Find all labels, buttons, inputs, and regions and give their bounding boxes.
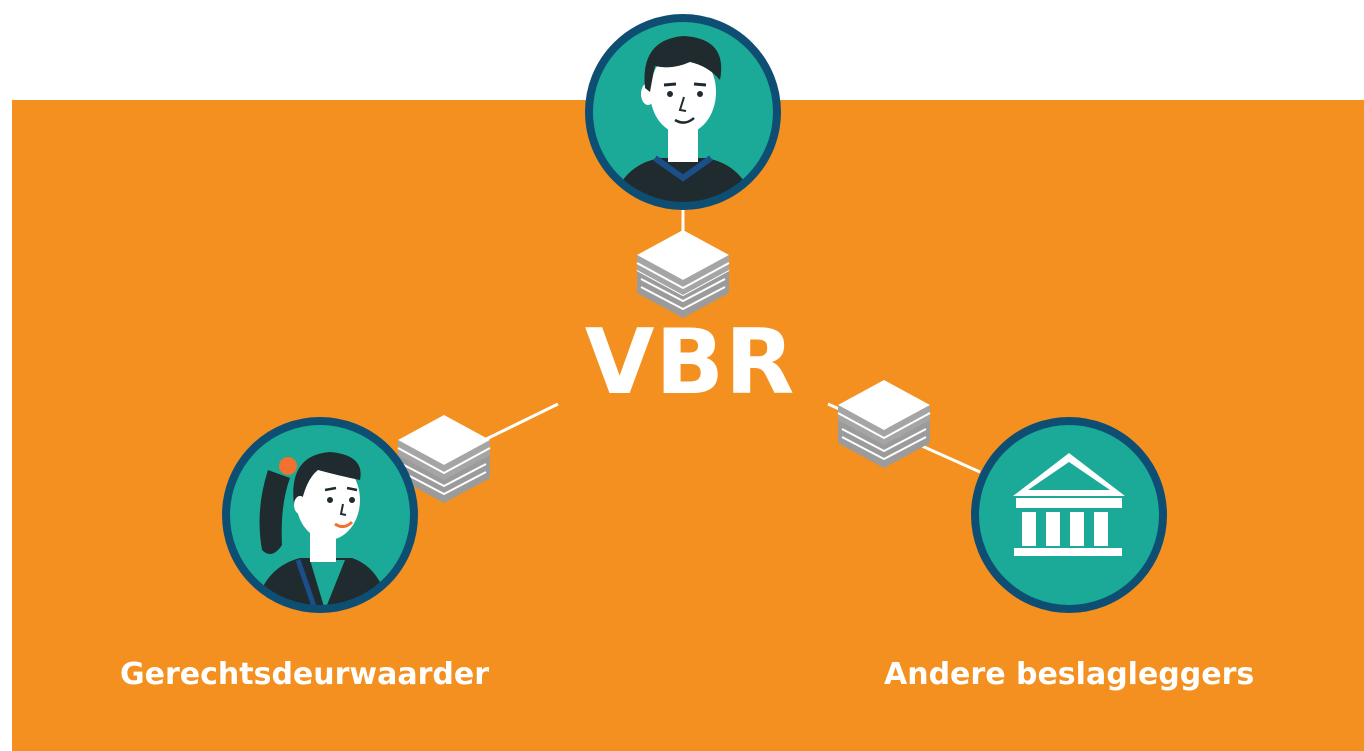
node-label-andere-beslagleggers: Andere beslagleggers — [884, 657, 1255, 692]
node-left — [222, 417, 418, 613]
node-top — [585, 14, 781, 210]
node-right — [971, 417, 1167, 613]
paper-stack-icon — [837, 380, 931, 468]
institution-building-icon — [1013, 453, 1125, 556]
paper-stack-icon — [397, 415, 491, 503]
node-label-gerechtsdeurwaarder: Gerechtsdeurwaarder — [120, 657, 490, 692]
paper-stack-icon — [636, 230, 730, 318]
hub-label: VBR — [584, 310, 796, 415]
